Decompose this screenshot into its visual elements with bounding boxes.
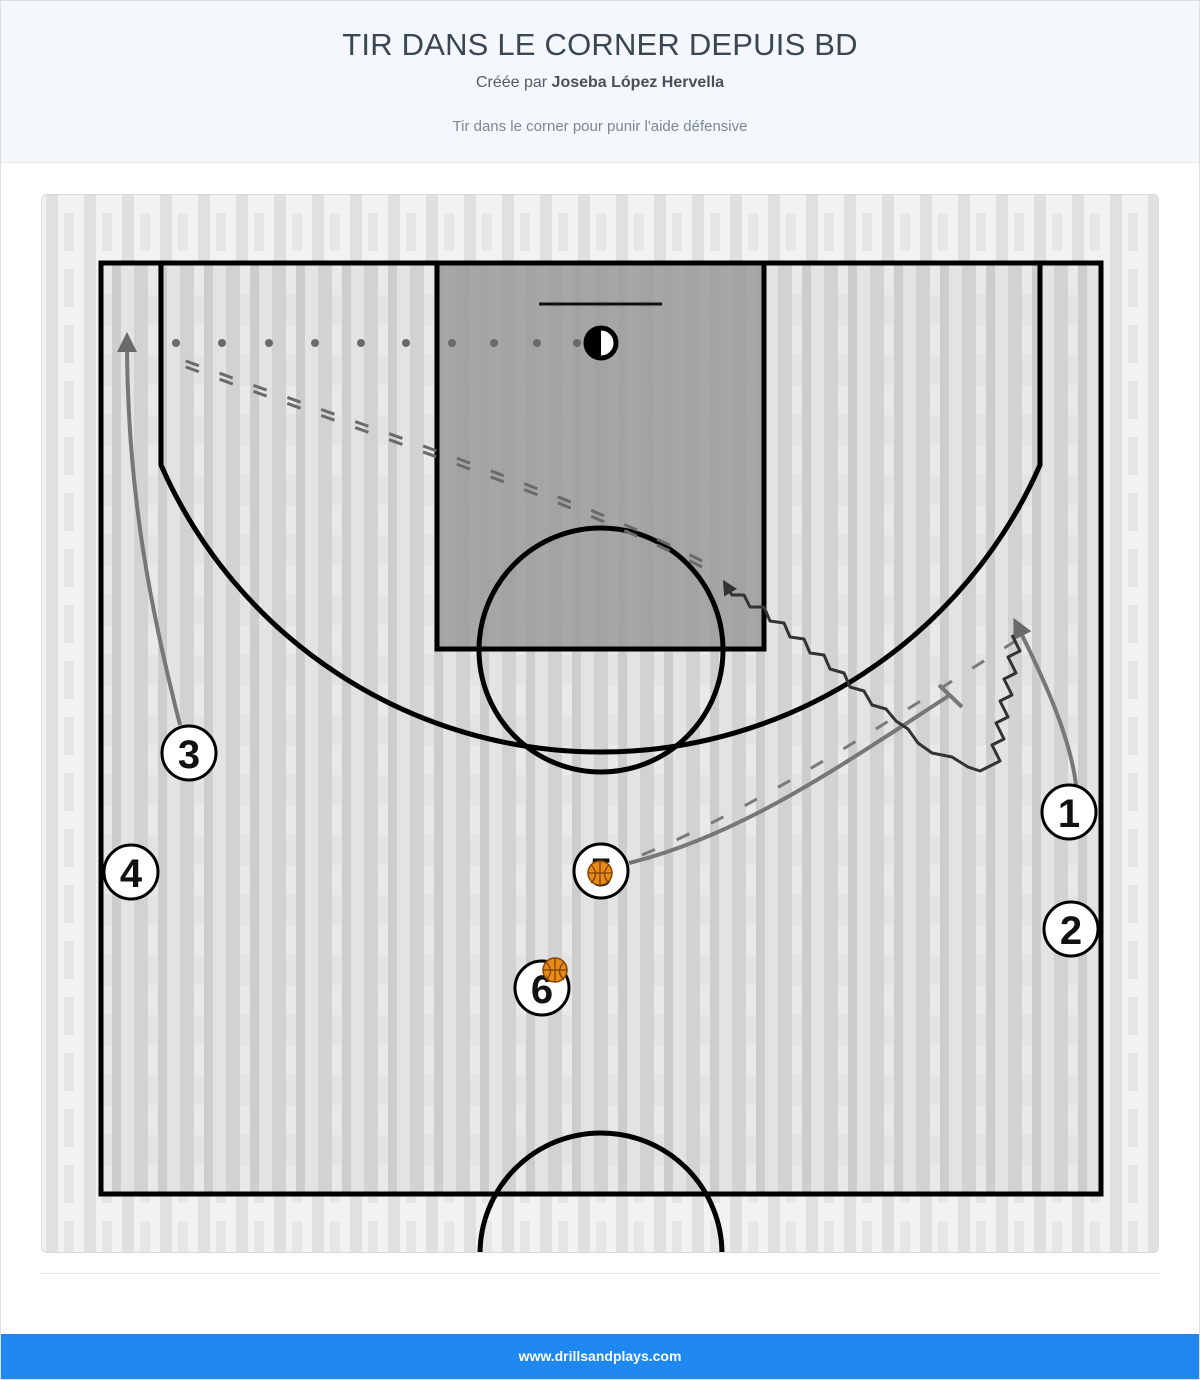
page-header: TIR DANS LE CORNER DEPUIS BD Créée par J… (1, 1, 1199, 163)
page-title: TIR DANS LE CORNER DEPUIS BD (342, 27, 858, 62)
play-diagram: 3 4 1 2 5 6 (41, 194, 1159, 1253)
player-2-label: 2 (1060, 909, 1082, 953)
site-footer: www.drillsandplays.com (1, 1334, 1199, 1379)
player-3-label: 3 (178, 733, 200, 777)
player-2[interactable]: 2 (1042, 900, 1100, 958)
created-by-label: Créée par (475, 74, 548, 91)
cut-line-1 (1013, 617, 1078, 786)
footer-site-link[interactable]: www.drillsandplays.com (518, 1348, 682, 1364)
court-diagram-svg: 3 4 1 2 5 6 (42, 195, 1158, 1252)
center-circle (477, 1130, 725, 1252)
author-byline: Créée par Joseba López Hervella (1, 74, 1199, 92)
ball-icon (542, 957, 568, 983)
three-point-line (158, 263, 1043, 755)
key-lines (434, 260, 767, 652)
ball-icon (587, 860, 613, 886)
basket-hoop-fill (586, 328, 601, 358)
play-description: Tir dans le corner pour punir l'aide déf… (452, 118, 748, 135)
cut-line-3 (117, 332, 182, 726)
content-divider (41, 1273, 1159, 1274)
player-3[interactable]: 3 (160, 724, 218, 782)
player-5[interactable]: 5 (572, 842, 630, 900)
player-1-label: 1 (1058, 792, 1080, 836)
player-4-label: 4 (120, 852, 143, 896)
court-lines (98, 260, 1104, 1252)
paint-area (437, 263, 764, 649)
player-6[interactable]: 6 (513, 957, 571, 1017)
player-1[interactable]: 1 (1040, 783, 1098, 841)
author-name[interactable]: Joseba López Hervella (551, 74, 725, 91)
player-4[interactable]: 4 (102, 843, 160, 901)
pass-dotted-line (172, 339, 581, 347)
screen-line-5 (628, 693, 952, 865)
dribble-line-1 (722, 579, 1022, 773)
free-throw-circle (476, 525, 726, 775)
